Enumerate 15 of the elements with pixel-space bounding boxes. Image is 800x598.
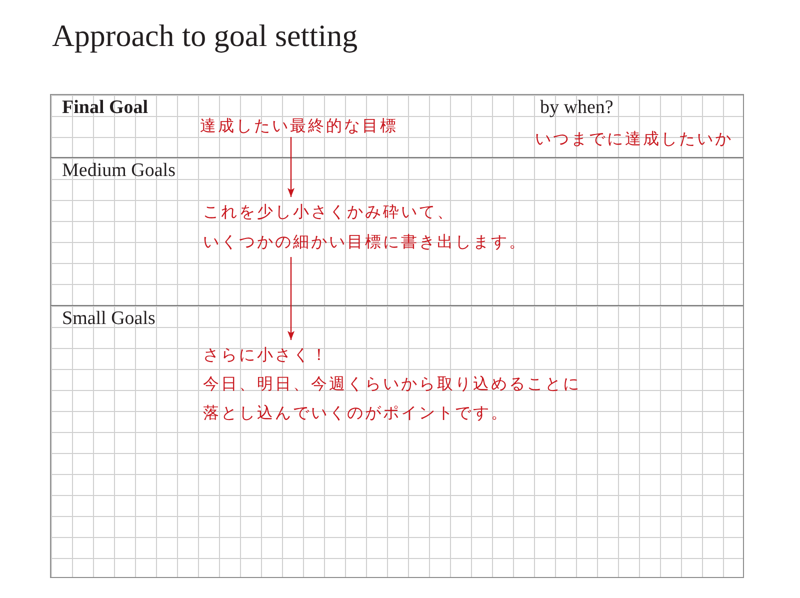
grid-section bbox=[51, 157, 743, 305]
section-heading: Small Goals bbox=[62, 307, 156, 331]
annotation-note: 今日、明日、今週くらいから取り込めることに落とし込んでいくのがポイントです。 bbox=[203, 373, 582, 424]
section-heading: Final Goal bbox=[62, 96, 148, 120]
section-heading: Medium Goals bbox=[62, 159, 176, 183]
annotation-note: これを少し小さくかみ砕いて、いくつかの細かい目標に書き出します。 bbox=[203, 201, 528, 253]
grid-section bbox=[51, 305, 743, 577]
annotation-note: いつまでに達成したいか bbox=[535, 128, 733, 150]
page-title: Approach to goal setting bbox=[52, 17, 358, 55]
annotation-note: 達成したい最終的な目標 bbox=[200, 115, 399, 137]
column-heading: by when? bbox=[540, 96, 614, 120]
grid-section bbox=[51, 95, 743, 157]
arrow bbox=[288, 137, 294, 197]
annotation-note: さらに小さく！ bbox=[203, 344, 330, 366]
arrow bbox=[288, 257, 294, 340]
